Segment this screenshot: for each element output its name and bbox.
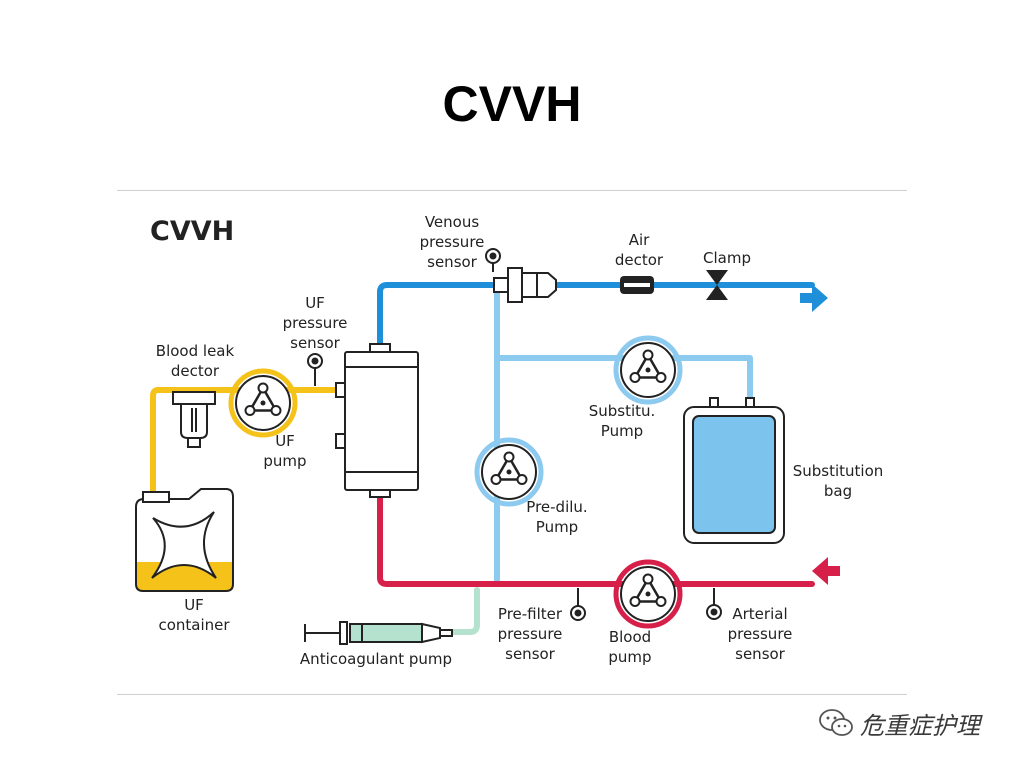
- anticoagulant-pump-label: Anticoagulant pump: [300, 650, 452, 668]
- substitution-line: [494, 287, 753, 583]
- diagram-title: CVVH: [150, 216, 234, 247]
- pre-filter-pressure-sensor: [570, 588, 586, 621]
- wechat-icon: [819, 709, 853, 736]
- blood-pump: [620, 566, 676, 622]
- air-detector: [620, 276, 654, 294]
- venous-pressure-sensor: [485, 248, 501, 272]
- blood-pump-tubing: [613, 559, 683, 629]
- watermark: 危重症护理: [818, 706, 980, 740]
- venous-drip-chamber: [493, 267, 557, 303]
- pre-dilution-pump: [481, 444, 537, 500]
- substitution-pump: [620, 342, 676, 398]
- uf-pressure-sensor: [307, 353, 323, 386]
- uf-pump-tubing: [228, 368, 298, 438]
- bottom-divider: [117, 694, 907, 695]
- pre-dilution-pump-tubing: [474, 437, 544, 507]
- arterial-pressure-sensor: [706, 588, 722, 620]
- ultrafiltrate-line: [150, 387, 348, 499]
- watermark-text: 危重症护理: [860, 711, 980, 740]
- blood-leak-detector: [172, 391, 216, 448]
- uf-pump: [235, 375, 291, 431]
- top-divider: [117, 190, 907, 191]
- page-title: CVVH: [442, 76, 582, 132]
- uf-container: [135, 488, 234, 592]
- clamp-label: Clamp: [703, 249, 751, 267]
- arterial-line: [377, 487, 815, 587]
- substitution-pump-tubing: [613, 335, 683, 405]
- substitution-pump-label: Substitu.Pump: [589, 402, 656, 440]
- pre-dilution-pump-label: Pre-dilu.Pump: [526, 498, 587, 536]
- anticoagulant-syringe: [304, 621, 453, 645]
- anticoagulant-line: [449, 587, 480, 635]
- clamp-icon: [706, 270, 728, 300]
- arterial-inflow-arrow-icon: [812, 557, 840, 585]
- venous-line: [377, 282, 815, 355]
- venous-outflow-arrow-icon: [800, 284, 828, 312]
- substitution-bag: [683, 397, 785, 544]
- hemofilter: [335, 343, 419, 498]
